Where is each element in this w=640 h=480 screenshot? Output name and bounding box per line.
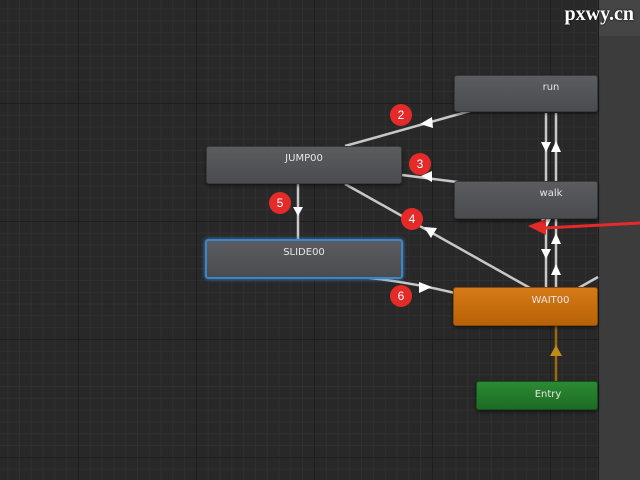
- annotation-pointer-head: [528, 219, 546, 235]
- annotation-pointer-line: [544, 221, 640, 230]
- state-run-label: run: [542, 82, 560, 93]
- annotation-badge-3: 3: [409, 153, 431, 175]
- state-jump-label: JUMP00: [285, 153, 323, 164]
- state-jump[interactable]: JUMP00: [206, 146, 402, 184]
- arrow-wait-jump: [424, 227, 437, 238]
- annotation-badge-2: 2: [390, 104, 412, 126]
- right-side-panel: [598, 0, 640, 480]
- state-wait-label: WAIT00: [531, 295, 570, 306]
- state-run[interactable]: run: [454, 75, 598, 112]
- arrow-up-1: [551, 141, 561, 152]
- state-walk-label: walk: [539, 188, 563, 199]
- arrow-jump-slide: [293, 207, 303, 216]
- state-entry-label: Entry: [534, 389, 562, 400]
- arrow-walk-jump: [421, 171, 432, 182]
- arrow-up-3: [551, 264, 561, 275]
- arrow-entry-wait: [550, 345, 562, 356]
- arrow-up-2: [551, 233, 561, 244]
- transition-run-to-jump[interactable]: [344, 109, 471, 148]
- state-walk[interactable]: walk: [454, 181, 598, 219]
- state-entry[interactable]: Entry: [476, 381, 598, 410]
- arrow-down-3: [541, 249, 551, 259]
- arrow-down-1: [541, 142, 551, 152]
- annotation-badge-4: 4: [401, 208, 423, 230]
- transition-wait-to-jump[interactable]: [344, 182, 531, 290]
- state-wait[interactable]: WAIT00: [453, 287, 598, 326]
- annotation-badge-6: 6: [390, 285, 412, 307]
- annotation-badge-5: 5: [269, 192, 291, 214]
- arrow-slide-wait: [419, 282, 432, 293]
- state-slide[interactable]: SLIDE00: [205, 239, 403, 279]
- state-slide-label: SLIDE00: [283, 247, 325, 258]
- arrow-run-jump: [420, 117, 433, 128]
- watermark: pxwy.cn: [564, 3, 634, 25]
